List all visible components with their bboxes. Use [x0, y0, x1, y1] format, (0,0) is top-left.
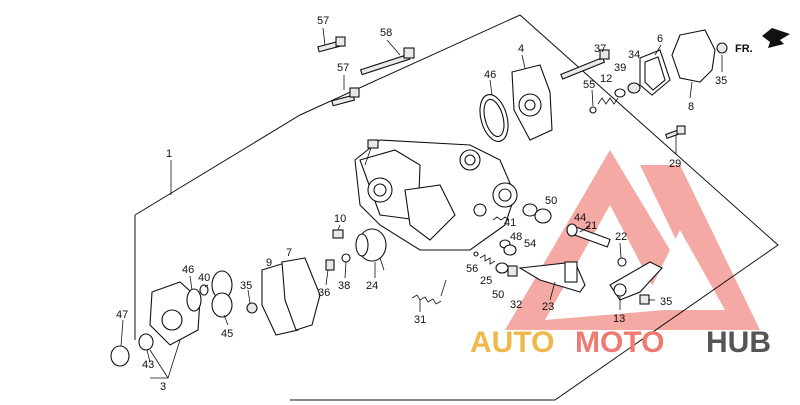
callout-46-lower: 46 [182, 264, 194, 276]
lever-23 [518, 261, 586, 293]
washer-38 [341, 253, 351, 263]
cover-8 [671, 29, 716, 83]
callout-13: 13 [613, 313, 625, 325]
bolt-35-right [639, 294, 650, 305]
callout-55: 55 [583, 79, 595, 91]
callout-37: 37 [594, 43, 606, 55]
callout-38: 38 [338, 280, 350, 292]
callout-23: 23 [542, 301, 554, 313]
callout-46-upper: 46 [484, 69, 496, 81]
callout-35-upper: 35 [715, 75, 727, 87]
callout-54: 54 [524, 238, 536, 250]
callout-58: 58 [380, 27, 392, 39]
callout-3: 3 [160, 381, 166, 393]
float-bowl-24 [355, 228, 387, 271]
callout-21: 21 [585, 220, 597, 232]
callout-44: 44 [574, 212, 586, 224]
callout-1: 1 [166, 148, 172, 160]
callout-12: 12 [600, 73, 612, 85]
gasket-45 [211, 270, 233, 318]
callout-31: 31 [414, 314, 426, 326]
callout-7: 7 [286, 247, 292, 259]
watermark-auto: AUTO [470, 326, 554, 359]
screw-35-left [246, 302, 258, 314]
spring-41 [492, 216, 510, 221]
oring-47 [110, 345, 130, 367]
callout-50-upper: 50 [545, 195, 557, 207]
callout-43: 43 [142, 359, 154, 371]
callout-32: 32 [510, 299, 522, 311]
bolt-37 [560, 49, 610, 80]
bolt-29 [665, 125, 686, 139]
callout-39: 39 [614, 62, 626, 74]
callout-36: 36 [318, 287, 330, 299]
oring-40 [199, 284, 209, 296]
oring-50-upper [522, 203, 538, 217]
callout-57-lower: 57 [337, 62, 349, 74]
watermark-hub: HUB [706, 326, 771, 359]
callout-40: 40 [198, 272, 210, 284]
screw-36 [325, 259, 335, 271]
callout-35-right: 35 [660, 296, 672, 308]
callout-6: 6 [657, 33, 663, 45]
callout-9: 9 [266, 257, 272, 269]
bolt-58 [359, 47, 415, 76]
front-indicator: FR. [735, 43, 753, 55]
screw-32 [507, 265, 518, 277]
washer-39 [614, 88, 626, 98]
lever-13 [609, 261, 663, 301]
callout-56: 56 [466, 263, 478, 275]
assembly-frame [134, 14, 779, 401]
gasket-6 [639, 49, 671, 96]
ball-56 [473, 251, 479, 257]
spring-25 [479, 254, 496, 265]
callout-41: 41 [504, 217, 516, 229]
watermark-moto: MOTO [575, 326, 664, 359]
callout-45: 45 [221, 328, 233, 340]
washer-43 [138, 333, 154, 351]
screw-10 [332, 229, 344, 239]
watermark-text: AUTO MOTO HUB [470, 326, 771, 359]
callout-24: 24 [366, 280, 378, 292]
seal-44 [534, 208, 552, 224]
ball-55 [589, 106, 597, 114]
callout-8: 8 [688, 101, 694, 113]
callout-4: 4 [518, 43, 524, 55]
bolt-35-upper [716, 42, 728, 54]
callout-47: 47 [116, 309, 128, 321]
cover-4 [511, 64, 553, 141]
gasket-46-upper [479, 94, 509, 142]
callout-labels: 57 58 57 1 46 4 37 34 39 12 55 6 8 35 29… [116, 15, 727, 393]
callout-35-left: 35 [240, 280, 252, 292]
gasket-7 [281, 257, 321, 331]
main-body [354, 139, 518, 251]
bolt-57-upper [317, 36, 346, 53]
spring-12 [597, 97, 619, 105]
callout-34: 34 [628, 49, 640, 61]
shaft-21 [566, 223, 611, 248]
callout-25: 25 [480, 275, 492, 287]
bolt-57-lower [331, 87, 360, 107]
callout-50-lower: 50 [492, 289, 504, 301]
callout-22: 22 [615, 231, 627, 243]
oring-54 [503, 244, 517, 256]
callout-10: 10 [334, 213, 346, 225]
callout-48: 48 [510, 231, 522, 243]
gasket-46-lower [186, 288, 202, 312]
spring-31 [411, 279, 447, 305]
callout-57-upper: 57 [317, 15, 329, 27]
callout-29: 29 [669, 158, 681, 170]
clip-22 [617, 257, 627, 267]
front-arrow-icon [762, 28, 790, 48]
oring-50-lower [495, 262, 509, 274]
nut-34 [627, 82, 641, 94]
leader-lines [120, 27, 723, 379]
